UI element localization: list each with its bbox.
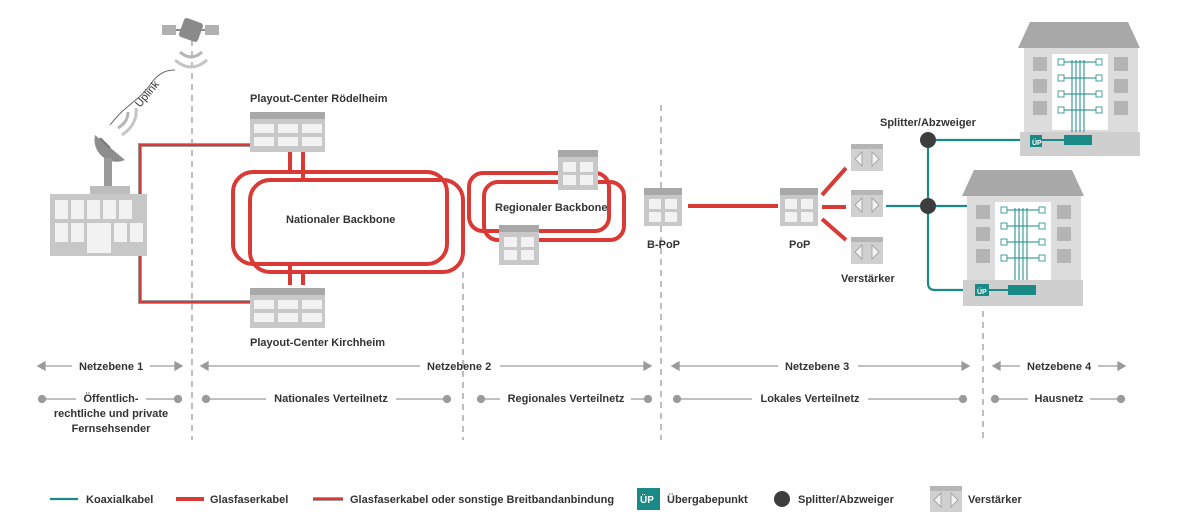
uplink-label: Uplink	[133, 78, 162, 110]
legend-amplifier-icon	[930, 486, 962, 512]
fiber-pop-amplifiers	[820, 166, 848, 242]
satellite-dish-icon	[94, 107, 138, 186]
level-2-label: Netzebene 2	[427, 361, 491, 373]
broadcaster-line2: rechtliche und private	[54, 408, 168, 420]
level-row	[36, 360, 1127, 372]
broadcaster-line3: Fernsehsender	[72, 423, 152, 435]
amplifier-icon	[851, 144, 883, 171]
home-net-label: Hausnetz	[1035, 393, 1084, 405]
legend: Koaxialkabel Glasfaserkabel Glasfaserkab…	[50, 486, 1023, 512]
legend-amplifier-label: Verstärker	[968, 494, 1023, 506]
amplifier-label: Verstärker	[841, 273, 896, 285]
national-backbone-label: Nationaler Backbone	[286, 214, 395, 226]
splitter-dot-top	[920, 132, 936, 148]
apartment-building-top: ÜP	[1018, 22, 1140, 156]
splitter-label: Splitter/Abzweiger	[880, 117, 977, 129]
level-3-label: Netzebene 3	[785, 361, 849, 373]
regional-net-label: Regionales Verteilnetz	[508, 393, 625, 405]
broadband-connection	[138, 143, 250, 304]
level-dividers	[191, 40, 984, 440]
level-4-label: Netzebene 4	[1027, 361, 1092, 373]
national-net-label: Nationales Verteilnetz	[274, 393, 388, 405]
legend-coax-label: Koaxialkabel	[86, 494, 153, 506]
regional-node-bottom	[499, 225, 539, 265]
playout-bottom-label: Playout-Center Kirchheim	[250, 337, 385, 349]
pop-label: PoP	[789, 239, 810, 251]
legend-up-badge	[637, 488, 660, 510]
splitter-dot-mid	[920, 198, 936, 214]
legend-splitter-label: Splitter/Abzweiger	[798, 494, 895, 506]
bpop-label: B-PoP	[647, 239, 680, 251]
apartment-building-bottom: ÜP	[962, 170, 1084, 306]
legend-broadband-label: Glasfaserkabel oder sonstige Breitbandan…	[350, 494, 614, 506]
pop-node	[780, 188, 818, 226]
regional-node-top	[558, 150, 598, 190]
local-net-label: Lokales Verteilnetz	[760, 393, 860, 405]
legend-splitter-dot	[774, 491, 790, 507]
playout-center-top	[250, 112, 325, 152]
playout-center-bottom	[250, 288, 325, 328]
satellite-icon	[162, 18, 219, 69]
national-backbone-ring	[231, 150, 465, 285]
subnet-row	[37, 394, 1126, 404]
playout-top-label: Playout-Center Rödelheim	[250, 93, 388, 105]
broadcaster-building	[50, 186, 147, 256]
broadcaster-line1: Öffentlich-	[84, 392, 139, 405]
level-1-label: Netzebene 1	[79, 361, 143, 373]
regional-backbone-label: Regionaler Backbone	[495, 202, 607, 214]
bpop-node	[644, 188, 682, 226]
up-badge-bottom: ÜP	[977, 287, 987, 296]
amplifier-icon	[851, 190, 883, 217]
legend-fiber-label: Glasfaserkabel	[210, 494, 288, 506]
uplink: Uplink	[109, 69, 176, 126]
amplifier-icon	[851, 237, 883, 264]
legend-handover-label: Übergabepunkt	[667, 493, 748, 506]
legend-up-badge-text: ÜP	[640, 493, 654, 506]
up-badge-top: ÜP	[1032, 138, 1042, 147]
